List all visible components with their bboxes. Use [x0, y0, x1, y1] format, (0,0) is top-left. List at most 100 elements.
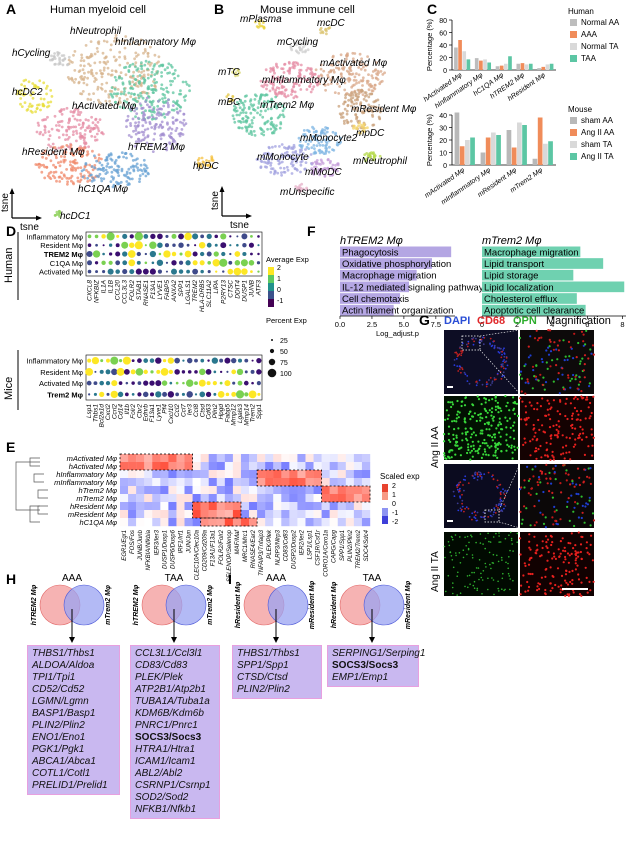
microscopy-signal — [545, 361, 548, 364]
heatmap-cell — [168, 510, 177, 519]
tsne-point — [283, 154, 287, 158]
tsne-point — [168, 141, 171, 145]
microscopy-signal — [453, 364, 456, 366]
microscopy-signal — [456, 444, 459, 447]
heatmap-cell — [305, 454, 314, 463]
microscopy-signal — [472, 337, 475, 339]
tsne-point — [312, 169, 315, 173]
tsne-point — [330, 166, 333, 170]
dotplot-gene-label: Lsp1 — [86, 404, 93, 418]
tsne-point — [262, 21, 265, 24]
colorbar-segment — [268, 267, 274, 275]
microscopy-signal — [454, 444, 457, 447]
tsne-point — [84, 118, 88, 122]
microscopy-signal — [467, 507, 470, 510]
tsne-point — [269, 164, 273, 167]
tsne-point — [125, 97, 129, 101]
dotplot-dot — [88, 393, 91, 396]
dotplot-dot — [155, 357, 162, 364]
dotplot-dot — [182, 381, 185, 385]
heatmap-gene-label: DUSP1/Dusp1 — [162, 530, 168, 569]
tsne-point — [314, 68, 318, 72]
microscopy-signal — [548, 490, 551, 493]
dotplot-dot — [211, 357, 219, 364]
microscopy-signal — [499, 483, 502, 486]
heatmap-cell — [297, 454, 306, 463]
tsne-point — [52, 163, 55, 167]
microscopy-signal — [471, 337, 473, 340]
tsne-point — [285, 150, 289, 154]
tsne-point — [73, 69, 77, 72]
microscopy-signal — [583, 363, 586, 366]
tsne-point — [99, 102, 103, 105]
tsne-point — [371, 158, 375, 162]
legend-title: Mouse — [568, 105, 593, 114]
tsne-point — [266, 162, 270, 165]
microscopy-signal — [540, 554, 543, 557]
cluster-label: hActivated Mφ — [72, 101, 137, 112]
heatmap-cell — [313, 470, 322, 479]
scale-bar — [447, 520, 453, 522]
tsne-point — [305, 88, 309, 91]
tsne-point — [131, 117, 135, 121]
microscopy-signal — [573, 406, 577, 410]
tsne-point — [47, 153, 51, 157]
dotplot-dot — [108, 243, 113, 247]
microscopy-signal — [549, 418, 552, 421]
microscopy-signal — [574, 562, 577, 565]
heatmap-cell — [337, 486, 347, 495]
tsne-point — [325, 141, 329, 145]
tsne-point — [165, 86, 169, 90]
tsne-point — [53, 214, 57, 217]
dotplot-dot — [85, 367, 94, 376]
microscopy-signal — [455, 440, 458, 443]
dotplot-dot — [149, 358, 155, 363]
dotplot-dot — [234, 260, 241, 266]
dendrogram-branch — [15, 461, 40, 511]
tsne-point — [102, 60, 106, 64]
heatmap-row-label: mResident Mφ — [68, 510, 117, 519]
tsne-point — [302, 156, 305, 160]
microscopy-signal — [538, 478, 541, 481]
tsne-point — [361, 93, 365, 96]
tsne-point — [45, 166, 49, 169]
tsne-point — [78, 132, 82, 135]
tsne-point — [53, 57, 57, 60]
tsne-point — [132, 41, 136, 44]
microscopy-signal — [502, 360, 504, 363]
heatmap-cell — [313, 462, 322, 471]
microscopy-signal — [470, 433, 473, 436]
tsne-point — [184, 80, 188, 84]
tsne-point — [309, 72, 312, 76]
microscopy-signal — [443, 545, 446, 548]
tsne-point — [131, 87, 135, 90]
dotplot-dot — [228, 260, 233, 265]
microscopy-signal — [540, 576, 544, 579]
tsne-point — [369, 109, 373, 113]
dotplot-dot — [194, 370, 198, 374]
tsne-point — [311, 125, 314, 129]
microscopy-signal — [493, 344, 496, 347]
panel-b: B Mouse immune cell tsne tsne mPlasma mc… — [210, 1, 417, 231]
tsne-point — [334, 133, 337, 136]
tsne-point — [87, 124, 91, 128]
microscopy-signal — [527, 345, 530, 348]
heatmap-cell — [289, 502, 298, 511]
microscopy-signal — [479, 516, 482, 518]
tsne-point — [279, 121, 283, 124]
gene-list-item: PLEK/Plek — [135, 672, 183, 683]
microscopy-signal — [494, 408, 497, 411]
tsne-point — [57, 146, 61, 150]
microscopy-signal — [497, 441, 501, 444]
heatmap-cell — [329, 518, 338, 527]
tsne-point — [41, 133, 45, 137]
legend-swatch — [570, 31, 577, 38]
microscopy-signal — [554, 557, 558, 561]
microscopy-signal — [456, 488, 459, 491]
legend-label: sham TA — [581, 140, 613, 149]
microscopy-signal — [528, 558, 531, 562]
tsne-point — [312, 144, 316, 147]
tsne-point — [134, 115, 137, 119]
tsne-point — [332, 68, 335, 72]
tsne-point — [67, 125, 71, 129]
